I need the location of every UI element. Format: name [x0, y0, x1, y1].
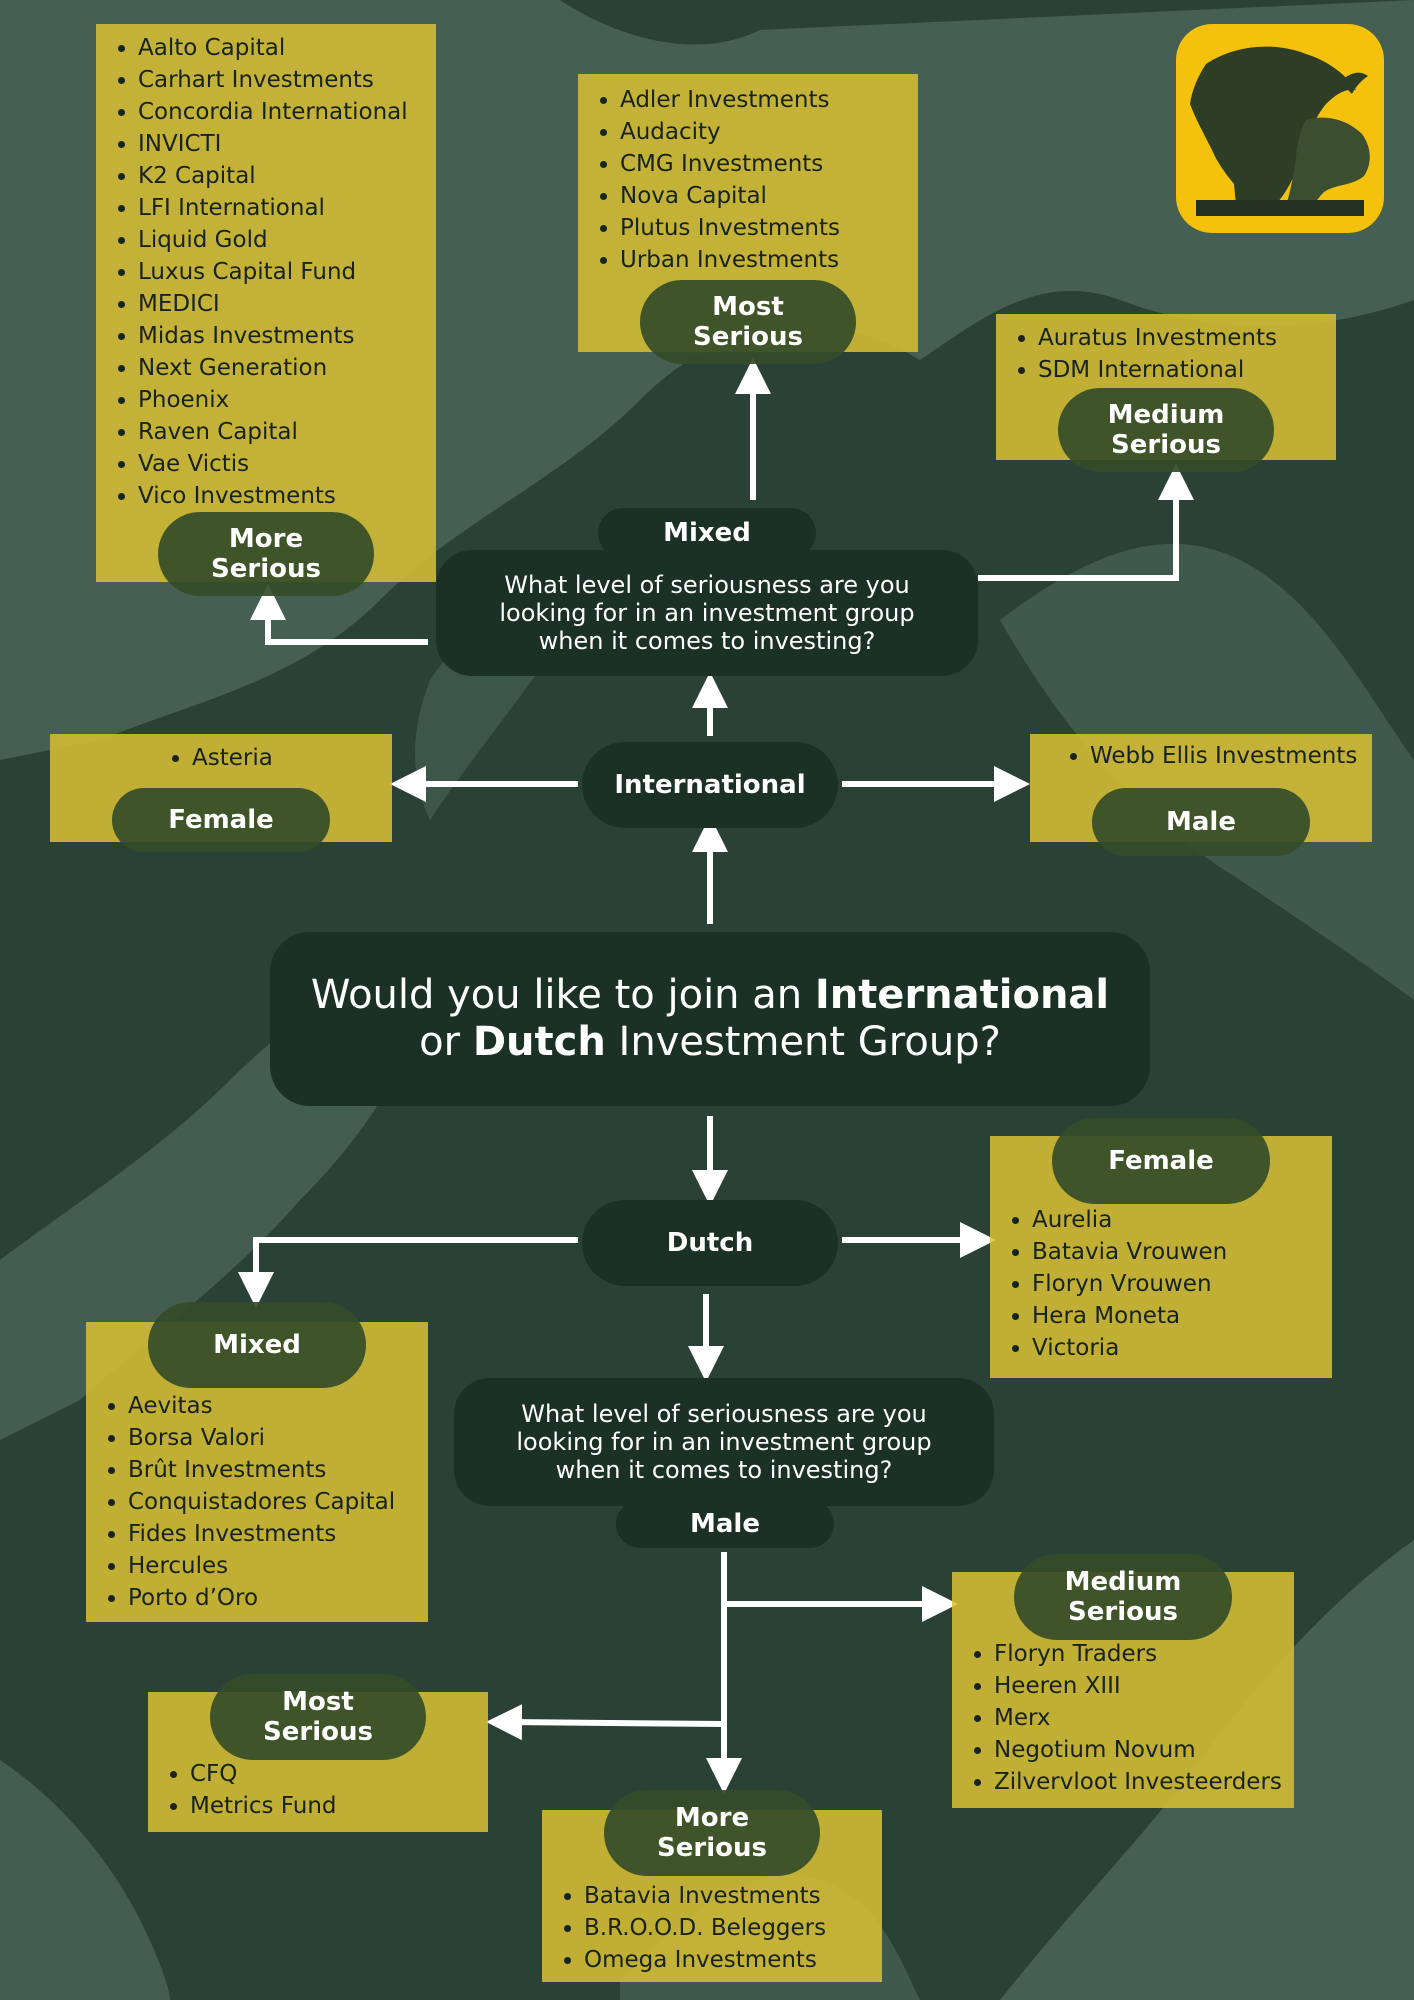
intl-more-serious-box: Aalto CapitalCarhart InvestmentsConcordi…	[96, 24, 436, 582]
list-item: Carhart Investments	[138, 64, 436, 96]
list-item: INVICTI	[138, 128, 436, 160]
intl-mixed-label: Mixed	[598, 508, 816, 558]
dutch-node: Dutch	[582, 1200, 838, 1286]
list-item: Fides Investments	[128, 1518, 428, 1550]
list-item: Luxus Capital Fund	[138, 256, 436, 288]
list-item: Vico Investments	[138, 480, 436, 512]
dutch-mixed-label: Mixed	[148, 1302, 366, 1388]
list-item: Negotium Novum	[994, 1734, 1294, 1766]
list-item: B.R.O.O.D. Beleggers	[584, 1912, 882, 1944]
main-question-international: International	[814, 972, 1110, 1018]
list-item: K2 Capital	[138, 160, 436, 192]
list-item: CMG Investments	[620, 148, 918, 180]
list-item: Phoenix	[138, 384, 436, 416]
list-item: Plutus Investments	[620, 212, 918, 244]
intl-male-label: Male	[1092, 788, 1310, 856]
intl-female-label: Female	[112, 788, 330, 852]
dutch-most-serious-label: Most Serious	[210, 1674, 426, 1760]
list-item: MEDICI	[138, 288, 436, 320]
list-item: Auratus Investments	[1038, 322, 1336, 354]
list-item: Raven Capital	[138, 416, 436, 448]
list-item: Conquistadores Capital	[128, 1486, 428, 1518]
international-node: International	[582, 742, 838, 828]
list-item: Floryn Traders	[994, 1638, 1294, 1670]
list-item: Zilvervloot Investeerders	[994, 1766, 1294, 1798]
list-item: Vae Victis	[138, 448, 436, 480]
main-question-line1: Would you like to join an International	[311, 972, 1109, 1019]
intl-most-serious-label: Most Serious	[640, 280, 856, 364]
dutch-male-label: Male	[616, 1500, 834, 1548]
main-question-line2-suffix: Investment Group?	[605, 1019, 1001, 1065]
list-item: Borsa Valori	[128, 1422, 428, 1454]
intl-more-serious-list: Aalto CapitalCarhart InvestmentsConcordi…	[96, 32, 436, 512]
list-item: Heeren XIII	[994, 1670, 1294, 1702]
dutch-female-label: Female	[1052, 1118, 1270, 1204]
list-item: Victoria	[1032, 1332, 1332, 1364]
list-item: Hera Moneta	[1032, 1300, 1332, 1332]
dutch-more-serious-list: Batavia InvestmentsB.R.O.O.D. BeleggersO…	[542, 1880, 882, 1976]
main-question-dutch: Dutch	[472, 1019, 606, 1065]
list-item: Midas Investments	[138, 320, 436, 352]
list-item: Asteria	[192, 742, 392, 774]
main-question: Would you like to join an International …	[270, 932, 1150, 1106]
intl-medium-serious-list: Auratus InvestmentsSDM International	[996, 322, 1336, 386]
intl-most-serious-list: Adler InvestmentsAudacityCMG Investments…	[578, 84, 918, 276]
main-question-line2: or Dutch Investment Group?	[419, 1019, 1001, 1066]
list-item: Webb Ellis Investments	[1090, 740, 1372, 772]
list-item: Urban Investments	[620, 244, 918, 276]
list-item: Floryn Vrouwen	[1032, 1268, 1332, 1300]
list-item: Brût Investments	[128, 1454, 428, 1486]
list-item: Metrics Fund	[190, 1790, 488, 1822]
list-item: Next Generation	[138, 352, 436, 384]
list-item: Batavia Vrouwen	[1032, 1236, 1332, 1268]
logo	[1176, 24, 1384, 233]
list-item: Aurelia	[1032, 1204, 1332, 1236]
dutch-medium-serious-label: Medium Serious	[1014, 1554, 1232, 1640]
list-item: Aalto Capital	[138, 32, 436, 64]
dutch-more-serious-label: More Serious	[604, 1790, 820, 1876]
intl-more-serious-label: More Serious	[158, 512, 374, 596]
list-item: Liquid Gold	[138, 224, 436, 256]
list-item: Batavia Investments	[584, 1880, 882, 1912]
list-item: Adler Investments	[620, 84, 918, 116]
list-item: LFI International	[138, 192, 436, 224]
bull-bear-statue-icon	[1190, 46, 1370, 216]
dutch-female-list: AureliaBatavia VrouwenFloryn VrouwenHera…	[990, 1204, 1332, 1364]
main-question-line2-prefix: or	[419, 1019, 473, 1065]
dutch-most-serious-list: CFQMetrics Fund	[148, 1758, 488, 1822]
intl-female-list: Asteria	[150, 742, 392, 774]
dutch-seriousness-question: What level of seriousness are you lookin…	[454, 1378, 994, 1506]
list-item: Concordia International	[138, 96, 436, 128]
dutch-medium-serious-list: Floryn TradersHeeren XIIIMerxNegotium No…	[952, 1638, 1294, 1798]
list-item: Porto d’Oro	[128, 1582, 428, 1614]
main-question-line1-prefix: Would you like to join an	[310, 972, 815, 1018]
list-item: Merx	[994, 1702, 1294, 1734]
list-item: SDM International	[1038, 354, 1336, 386]
intl-medium-serious-label: Medium Serious	[1058, 388, 1274, 472]
list-item: Hercules	[128, 1550, 428, 1582]
dutch-seriousness-question-text: What level of seriousness are you lookin…	[516, 1400, 932, 1484]
list-item: Audacity	[620, 116, 918, 148]
list-item: Nova Capital	[620, 180, 918, 212]
intl-seriousness-question-text: What level of seriousness are you lookin…	[499, 571, 915, 655]
dutch-mixed-list: AevitasBorsa ValoriBrût InvestmentsConqu…	[86, 1390, 428, 1614]
list-item: Omega Investments	[584, 1944, 882, 1976]
dutch-medium-serious-box: Floryn TradersHeeren XIIIMerxNegotium No…	[952, 1572, 1294, 1808]
list-item: Aevitas	[128, 1390, 428, 1422]
intl-male-list: Webb Ellis Investments	[1048, 740, 1372, 772]
intl-seriousness-question: What level of seriousness are you lookin…	[436, 550, 978, 676]
list-item: CFQ	[190, 1758, 488, 1790]
